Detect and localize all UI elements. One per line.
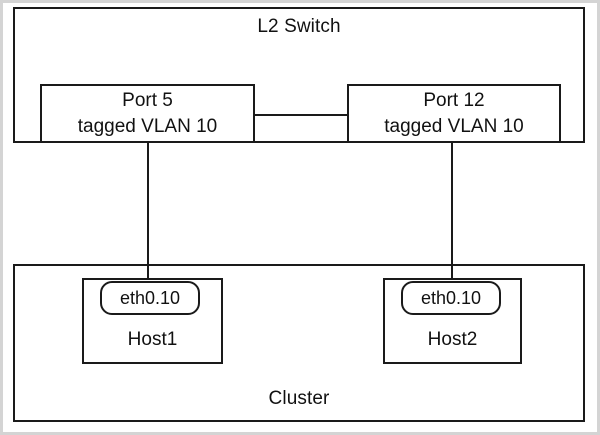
port-vlan-port-5: tagged VLAN 10	[77, 116, 218, 137]
port-vlan-port-12: tagged VLAN 10	[384, 116, 524, 137]
host-name-host1: Host1	[127, 329, 178, 350]
diagram-stage: L2 Switch Port 5 tagged VLAN 10 Port 12 …	[3, 3, 597, 432]
link-port-12-to-host2	[451, 142, 453, 282]
nic-box-host1[interactable]	[100, 281, 200, 315]
nic-label-host2: eth0.10	[420, 288, 482, 308]
port-name-port-5: Port 5	[122, 90, 173, 111]
l2-switch-title: L2 Switch	[257, 16, 341, 37]
port-name-port-12: Port 12	[423, 90, 485, 111]
port-to-port-link	[253, 114, 349, 116]
port-box-port-12[interactable]	[347, 84, 561, 143]
nic-label-host1: eth0.10	[119, 288, 181, 308]
port-label-port-5: Port 5 tagged VLAN 10	[40, 88, 255, 140]
host-name-host2: Host2	[427, 329, 478, 350]
port-label-port-12: Port 12 tagged VLAN 10	[347, 88, 561, 140]
cluster-title: Cluster	[268, 388, 330, 409]
nic-box-host2[interactable]	[401, 281, 501, 315]
port-box-port-5[interactable]	[40, 84, 255, 143]
link-port-5-to-host1	[147, 142, 149, 282]
